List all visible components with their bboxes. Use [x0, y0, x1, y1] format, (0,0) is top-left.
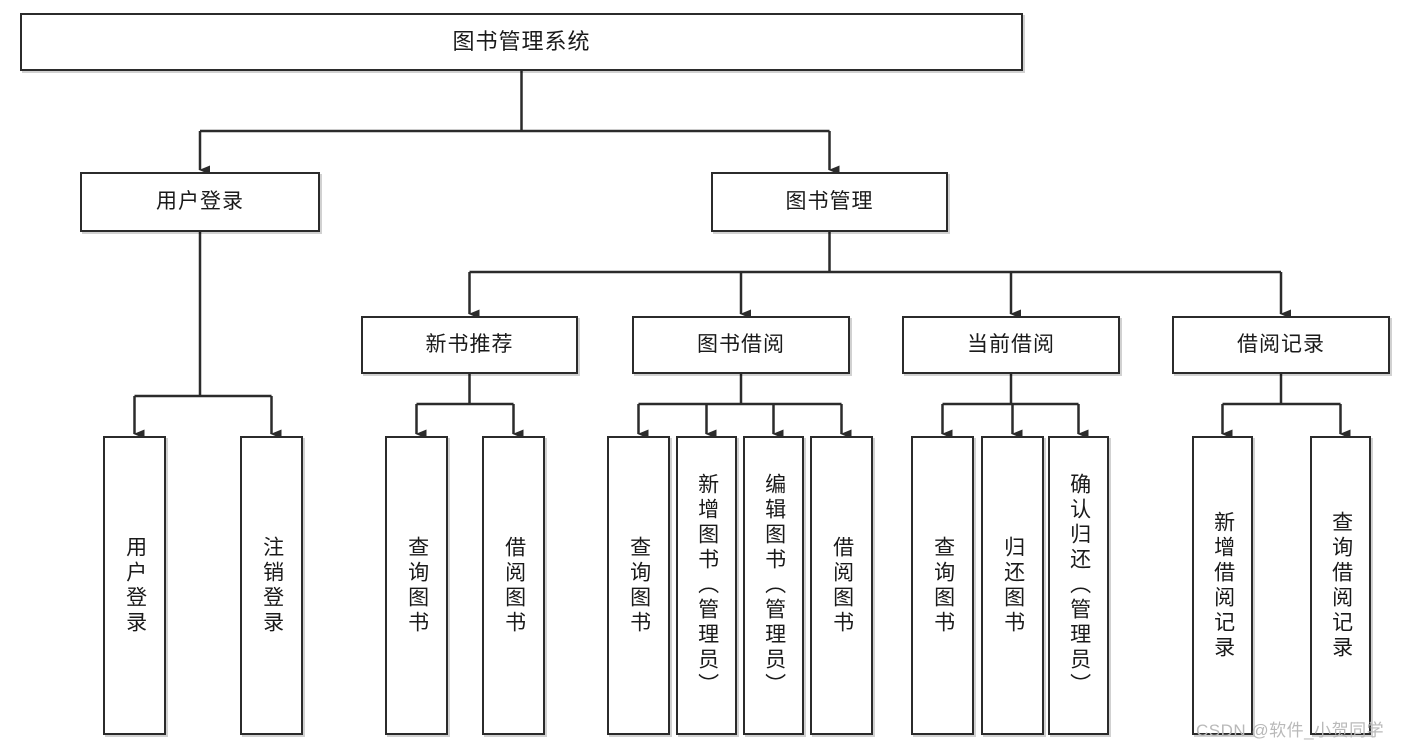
node-label: 新书推荐	[425, 332, 514, 356]
node-label: 当前借阅	[967, 332, 1055, 356]
node-root[interactable]: 图书管理系统	[20, 13, 1023, 71]
edge-group	[133, 71, 1351, 439]
node-label: 图书管理	[785, 189, 874, 213]
node-l3-4[interactable]: 借阅记录	[1172, 316, 1390, 374]
node-label: 图书管理系统	[452, 29, 591, 55]
node-l2-1[interactable]: 用户登录	[80, 172, 320, 232]
node-label: 借阅图书	[502, 535, 526, 636]
node-leaf-11[interactable]: 确认归还（管理员）	[1048, 436, 1109, 735]
node-leaf-13[interactable]: 查询借阅记录	[1310, 436, 1371, 735]
node-label: 图书借阅	[697, 332, 785, 356]
node-label: 查询图书	[931, 535, 955, 636]
node-leaf-7[interactable]: 编辑图书（管理员）	[743, 436, 804, 735]
node-label: 注销登录	[260, 535, 284, 636]
node-leaf-9[interactable]: 查询图书	[911, 436, 974, 735]
node-leaf-2[interactable]: 注销登录	[240, 436, 303, 735]
node-label: 借阅记录	[1237, 332, 1325, 356]
node-label: 新增图书（管理员）	[695, 473, 719, 698]
node-l2-2[interactable]: 图书管理	[711, 172, 948, 232]
node-label: 用户登录	[123, 535, 147, 636]
node-l3-2[interactable]: 图书借阅	[632, 316, 850, 374]
node-leaf-10[interactable]: 归还图书	[981, 436, 1044, 735]
node-leaf-8[interactable]: 借阅图书	[810, 436, 873, 735]
node-leaf-6[interactable]: 新增图书（管理员）	[676, 436, 737, 735]
node-label: 编辑图书（管理员）	[762, 473, 786, 698]
node-label: 确认归还（管理员）	[1067, 473, 1091, 698]
node-label: 借阅图书	[830, 535, 854, 636]
node-label: 新增借阅记录	[1211, 510, 1235, 661]
node-leaf-5[interactable]: 查询图书	[607, 436, 670, 735]
node-label: 查询图书	[627, 535, 651, 636]
node-l3-3[interactable]: 当前借阅	[902, 316, 1120, 374]
node-leaf-4[interactable]: 借阅图书	[482, 436, 545, 735]
node-leaf-3[interactable]: 查询图书	[385, 436, 448, 735]
node-leaf-1[interactable]: 用户登录	[103, 436, 166, 735]
node-label: 归还图书	[1001, 535, 1025, 636]
node-leaf-12[interactable]: 新增借阅记录	[1192, 436, 1253, 735]
node-label: 查询图书	[405, 535, 429, 636]
node-label: 用户登录	[156, 189, 244, 213]
node-label: 查询借阅记录	[1329, 510, 1353, 661]
node-l3-1[interactable]: 新书推荐	[361, 316, 578, 374]
